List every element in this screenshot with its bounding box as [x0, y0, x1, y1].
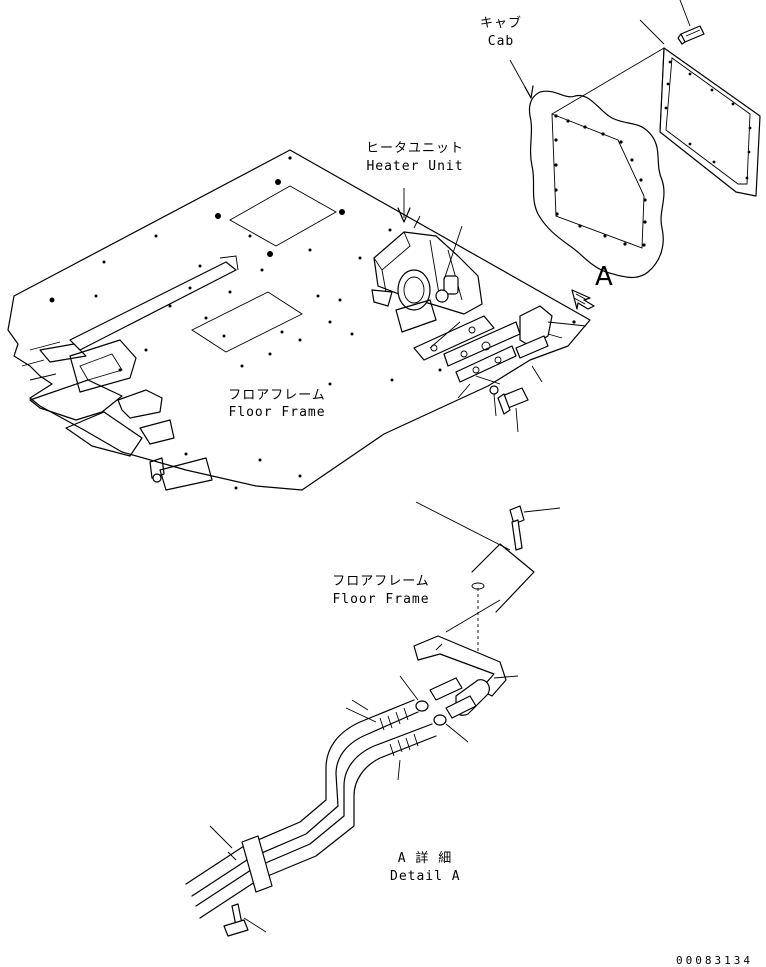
cab-label-en: Cab	[487, 34, 515, 49]
view-arrow-a	[571, 289, 595, 310]
view-letter-a: A	[595, 262, 613, 292]
drawing-code: 00083134	[676, 954, 753, 967]
floor-frame-label-jp: フロアフレーム	[228, 388, 326, 403]
detail-floor-frame-label-en: Floor Frame	[332, 592, 430, 607]
heater-unit	[371, 188, 483, 333]
heater-brackets	[413, 305, 587, 433]
cab-rear-panel	[509, 59, 665, 279]
detail-a-label-jp: A 詳 細	[397, 851, 453, 866]
detail-a-label-en: Detail A	[390, 869, 461, 884]
detail-floor-frame-label-jp: フロアフレーム	[332, 574, 430, 589]
cab-label-jp: キャブ	[479, 16, 522, 31]
detail-a-bracket-and-hoses	[185, 635, 519, 937]
floor-frame-label-en: Floor Frame	[228, 405, 326, 420]
detail-a-floor-frame	[415, 501, 561, 670]
heater-unit-label-jp: ヒータユニット	[365, 141, 464, 156]
heater-unit-label-en: Heater Unit	[366, 159, 464, 174]
cab-frame	[551, 0, 761, 197]
floor-frame	[7, 149, 591, 491]
